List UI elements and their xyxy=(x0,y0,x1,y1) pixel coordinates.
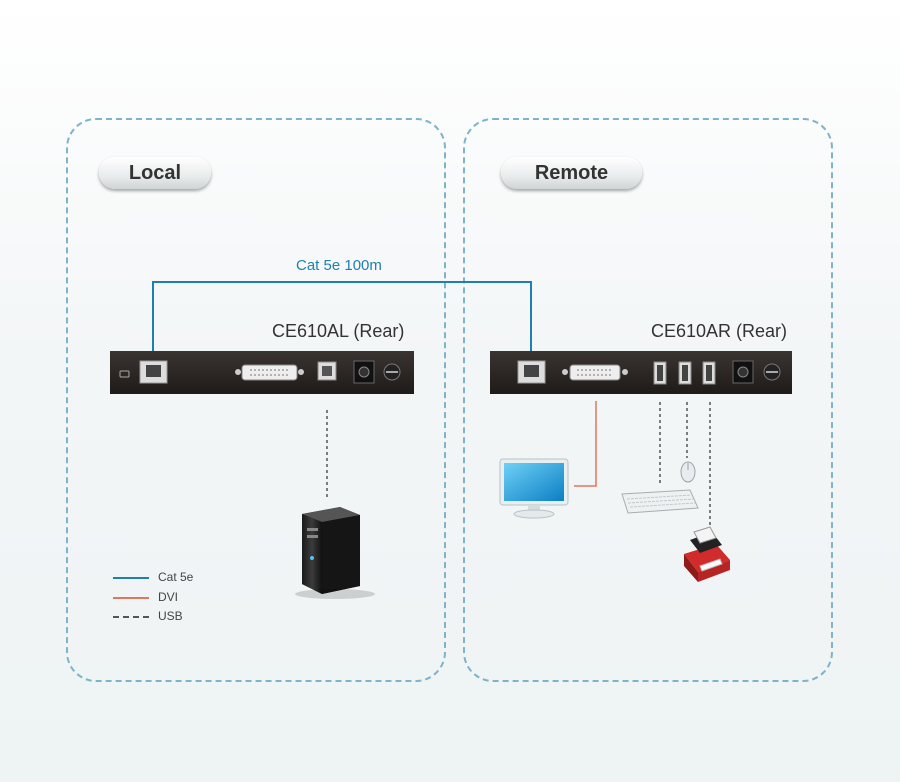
local-dvi-port xyxy=(235,364,304,381)
legend-label-cat5e: Cat 5e xyxy=(158,570,194,584)
remote-rj45-port xyxy=(517,360,546,384)
local-power-jack xyxy=(353,360,375,384)
remote-dvi-port xyxy=(562,364,628,381)
local-zone xyxy=(66,118,446,682)
keyboard-icon xyxy=(621,489,699,514)
legend-label-usb: USB xyxy=(158,609,183,623)
monitor-icon xyxy=(499,458,569,519)
remote-power-jack xyxy=(732,360,754,384)
mouse-icon xyxy=(680,461,696,483)
remote-zone-title: Remote xyxy=(501,157,642,189)
local-power-switch xyxy=(119,370,130,378)
cat5e-cable xyxy=(152,281,532,368)
local-device-name: CE610AL (Rear) xyxy=(272,321,405,341)
local-usb-b-port xyxy=(317,361,337,381)
remote-dvi-cable xyxy=(574,401,597,487)
legend-swatch-dvi xyxy=(113,597,149,599)
legend-label-dvi: DVI xyxy=(158,590,179,604)
legend-swatch-cat5e xyxy=(113,577,149,579)
local-zone-title: Local xyxy=(99,157,211,189)
remote-usb-a-port-2 xyxy=(678,361,692,385)
printer-icon xyxy=(684,526,730,582)
computer-tower-icon xyxy=(295,507,375,599)
remote-usb-a-port-3 xyxy=(702,361,716,385)
local-ground-screw xyxy=(383,363,401,381)
legend-swatch-usb xyxy=(113,616,149,618)
remote-device xyxy=(490,351,792,394)
remote-usb-a-port-1 xyxy=(653,361,667,385)
local-rj45-port xyxy=(139,360,168,384)
remote-zone xyxy=(463,118,833,682)
cable-label: Cat 5e 100m xyxy=(296,257,382,274)
local-device xyxy=(110,351,414,394)
remote-ground-screw xyxy=(763,363,781,381)
remote-device-name: CE610AR (Rear) xyxy=(651,321,788,341)
